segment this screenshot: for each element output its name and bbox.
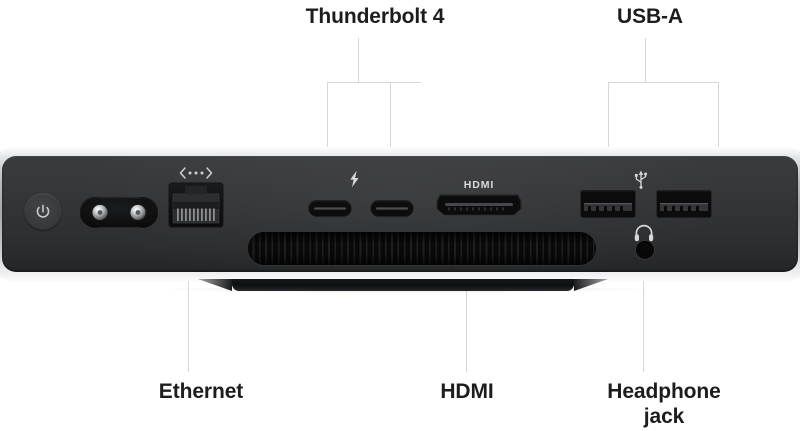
usb-trident-icon <box>634 170 648 189</box>
ethernet-port[interactable] <box>168 182 224 228</box>
mac-mini-body: HDMI <box>0 147 800 281</box>
leader-line-usba-crossbar <box>608 82 719 84</box>
thunderbolt-port-2[interactable] <box>370 200 414 217</box>
device-floor-shadow <box>60 288 750 304</box>
power-icon <box>36 204 50 218</box>
usb-a-port-1[interactable] <box>580 190 636 218</box>
leader-line-ethernet <box>188 196 190 372</box>
leader-line-usba-right-drop <box>718 82 720 195</box>
leader-line-usba-left-drop <box>608 82 610 195</box>
leader-line-usba-stem <box>645 38 647 83</box>
leader-line-thunderbolt-crossbar <box>327 82 421 84</box>
vent-inner-shadow <box>248 232 596 265</box>
device-base <box>232 279 574 291</box>
callout-label-thunderbolt: Thunderbolt 4 <box>305 5 445 28</box>
power-socket <box>80 197 158 229</box>
callout-label-ethernet: Ethernet <box>158 380 244 403</box>
vent-grille <box>248 232 596 265</box>
headphone-jack[interactable] <box>636 241 654 259</box>
callout-label-headphone-jack: Headphone jack <box>607 380 721 428</box>
device-rear-face: HDMI <box>2 156 798 272</box>
usb-a-port-2[interactable] <box>656 190 712 218</box>
callout-label-hdmi: HDMI <box>440 380 494 403</box>
leader-line-thunderbolt-left-drop <box>327 82 329 201</box>
thunderbolt-bolt-icon <box>350 170 359 188</box>
headphone-icon <box>634 224 654 242</box>
thunderbolt-port-1[interactable] <box>308 200 352 217</box>
leader-line-headphone-jack <box>643 232 645 372</box>
callout-label-usb-a: USB-A <box>617 5 683 28</box>
hdmi-port[interactable] <box>436 194 522 216</box>
power-button[interactable] <box>24 193 62 231</box>
leader-line-thunderbolt-stem <box>358 38 360 83</box>
network-icon <box>179 167 213 179</box>
leader-line-thunderbolt-right-drop <box>390 82 392 201</box>
hdmi-port-marking: HDMI <box>463 179 495 191</box>
